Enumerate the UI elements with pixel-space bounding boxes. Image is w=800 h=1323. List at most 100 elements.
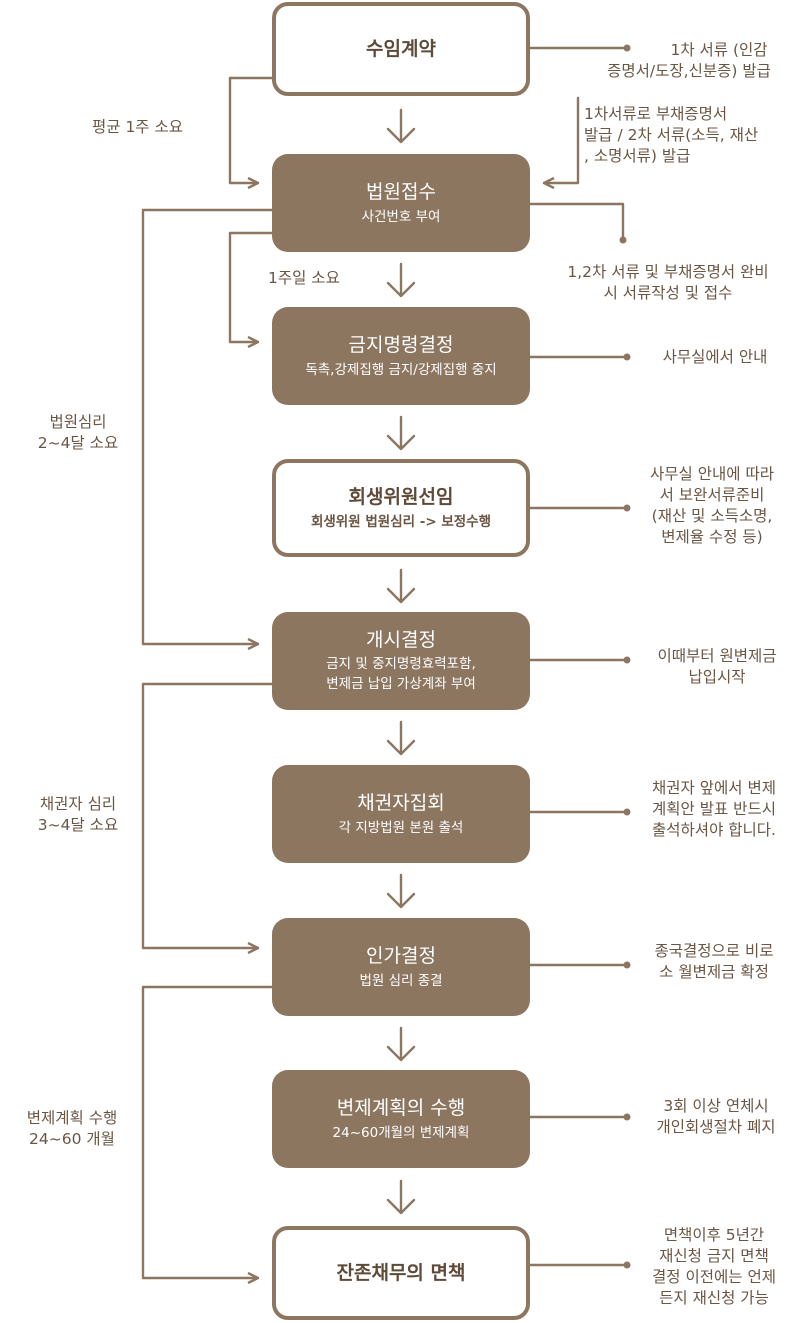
- dot-note-7: [623, 808, 631, 816]
- note-line: 1주일 소요: [268, 269, 340, 287]
- right-note-7: 채권자 앞에서 변제 계획안 발표 반드시 출석하셔야 합니다.: [632, 778, 796, 841]
- note-line: 발급 / 2차 서류(소득, 재산: [584, 126, 759, 144]
- step-subtitle: 법원 심리 종결: [359, 972, 443, 989]
- note-line: 변제계획 수행: [26, 1109, 118, 1127]
- note-line: 개인회생절차 폐지: [656, 1118, 776, 1136]
- connector-court-to-commencement: [141, 208, 274, 644]
- step-subtitle: 각 지방법원 본원 출석: [338, 819, 464, 836]
- note-line: 든지 재신청 가능: [659, 1289, 769, 1307]
- connector-commencement-to-approval: [141, 682, 274, 948]
- step-title: 회생위원선임: [348, 485, 454, 508]
- dot-note-4: [623, 353, 631, 361]
- step-subtitle: 회생위원 법원심리 -> 보정수행: [310, 513, 492, 530]
- note-line: 서 보완서류준비: [659, 486, 765, 504]
- right-note-10: 면책이후 5년간 재신청 금지 면책 결정 이전에는 언제 든지 재신청 가능: [632, 1225, 796, 1309]
- down-arrow-3: [386, 415, 416, 451]
- step-title: 법원접수: [366, 180, 436, 203]
- note-line: 법원심리: [49, 413, 107, 431]
- connector-court-to-injunction: [228, 231, 274, 342]
- left-note-court-review: 법원심리 2~4달 소요: [20, 412, 136, 454]
- step-title: 변제계획의 수행: [336, 1096, 466, 1119]
- step-commencement: 개시결정 금지 및 중지명령효력포함, 변제금 납입 가상계좌 부여: [272, 612, 530, 710]
- down-arrow-7: [386, 1026, 416, 1062]
- note-line: 채권자 심리: [39, 795, 117, 813]
- dot-note-5: [623, 504, 631, 512]
- down-arrow-4: [386, 568, 416, 604]
- connector-docs-to-court: [542, 96, 580, 183]
- right-note-5: 사무실 안내에 따라 서 보완서류준비 (재산 및 소득소명, 변제율 수정 등…: [630, 464, 794, 548]
- note-line: 평균 1주 소요: [92, 118, 184, 136]
- step-subtitle: 독촉,강제집행 금지/강제집행 중지: [305, 361, 497, 378]
- note-line: 1차 서류 (인감: [670, 41, 768, 59]
- step-trustee-appointment: 회생위원선임 회생위원 법원심리 -> 보정수행: [272, 459, 530, 557]
- note-line: 사무실 안내에 따라: [650, 465, 774, 483]
- right-note-1: 1차 서류 (인감 증명서/도장,신분증) 발급: [582, 40, 796, 82]
- right-note-3: 1,2차 서류 및 부채증명서 완비 시 서류작성 및 접수: [540, 262, 796, 304]
- step-approval: 인가결정 법원 심리 종결: [272, 918, 530, 1016]
- right-note-8: 종국결정으로 비로 소 월변제금 확정: [636, 941, 792, 983]
- step-injunction: 금지명령결정 독촉,강제집행 금지/강제집행 중지: [272, 307, 530, 405]
- note-line: 채권자 앞에서 변제: [652, 779, 776, 797]
- left-note-creditor-review: 채권자 심리 3~4달 소요: [20, 794, 136, 836]
- right-note-9: 3회 이상 연체시 개인회생절차 폐지: [636, 1096, 796, 1138]
- down-arrow-6: [386, 873, 416, 909]
- note-line: 소 월변제금 확정: [659, 963, 769, 981]
- dot-note-1: [623, 44, 631, 52]
- down-arrow-1: [386, 108, 416, 144]
- step-contract: 수임계약: [272, 2, 530, 96]
- dot-note-8: [623, 961, 631, 969]
- note-line: 1,2차 서류 및 부채증명서 완비: [567, 263, 769, 281]
- note-line: , 소명서류) 발급: [584, 147, 691, 165]
- down-arrow-8: [386, 1179, 416, 1215]
- left-note-repayment-period: 변제계획 수행 24~60 개월: [8, 1108, 136, 1150]
- note-line: 출석하셔야 합니다.: [652, 821, 776, 839]
- note-line: 2~4달 소요: [37, 434, 119, 452]
- dot-docs: [619, 236, 627, 244]
- note-line: 종국결정으로 비로: [654, 942, 774, 960]
- down-arrow-5: [386, 720, 416, 756]
- step-court-filing: 법원접수 사건번호 부여: [272, 154, 530, 252]
- step-title: 잔존채무의 면책: [336, 1262, 466, 1284]
- right-note-6: 이때부터 원변제금 납입시작: [638, 646, 796, 688]
- right-note-2: 1차서류로 부채증명서 발급 / 2차 서류(소득, 재산 , 소명서류) 발급: [584, 104, 796, 167]
- note-line: 3~4달 소요: [37, 816, 119, 834]
- note-line: 24~60 개월: [29, 1130, 115, 1148]
- step-subtitle: 금지 및 중지명령효력포함,: [326, 656, 476, 672]
- note-line: 결정 이전에는 언제: [652, 1268, 776, 1286]
- step-title: 금지명령결정: [348, 333, 454, 356]
- step-title: 개시결정: [366, 629, 436, 651]
- down-arrows: [386, 108, 416, 1215]
- note-line: 3회 이상 연체시: [663, 1097, 769, 1115]
- right-note-4: 사무실에서 안내: [640, 347, 790, 368]
- step-subtitle: 24~60개월의 변제계획: [332, 1124, 470, 1141]
- step-title: 인가결정: [366, 944, 436, 967]
- left-note-duration-1: 평균 1주 소요: [92, 117, 183, 138]
- connector-court-to-docs: [528, 202, 625, 240]
- note-line: 계획안 발표 반드시: [652, 800, 776, 818]
- note-line: 면책이후 5년간: [663, 1226, 765, 1244]
- step-subtitle-2: 변제금 납입 가상계좌 부여: [326, 676, 476, 692]
- note-line: 납입시작: [688, 668, 746, 686]
- note-line: 1차서류로 부채증명서: [584, 105, 728, 123]
- dot-note-9: [623, 1113, 631, 1121]
- left-note-duration-2: 1주일 소요: [268, 268, 340, 289]
- dot-note-6: [623, 656, 631, 664]
- note-line: (재산 및 소득소명,: [651, 507, 773, 525]
- step-creditors-meeting: 채권자집회 각 지방법원 본원 출석: [272, 765, 530, 863]
- step-subtitle: 사건번호 부여: [361, 208, 441, 225]
- connector-contract-to-court: [228, 76, 274, 183]
- note-line: 이때부터 원변제금: [657, 647, 777, 665]
- step-title: 수임계약: [366, 38, 436, 60]
- step-discharge: 잔존채무의 면책: [272, 1226, 530, 1320]
- down-arrow-2: [386, 262, 416, 298]
- note-line: 재신청 금지 면책: [659, 1247, 769, 1265]
- step-title: 채권자집회: [357, 791, 445, 814]
- note-line: 변제율 수정 등): [661, 528, 763, 546]
- dot-note-10: [623, 1261, 631, 1269]
- note-line: 시 서류작성 및 접수: [603, 284, 733, 302]
- note-line: 증명서/도장,신분증) 발급: [607, 62, 771, 80]
- note-line: 사무실에서 안내: [662, 348, 768, 366]
- step-repayment: 변제계획의 수행 24~60개월의 변제계획: [272, 1070, 530, 1168]
- connector-approval-to-discharge: [141, 985, 274, 1278]
